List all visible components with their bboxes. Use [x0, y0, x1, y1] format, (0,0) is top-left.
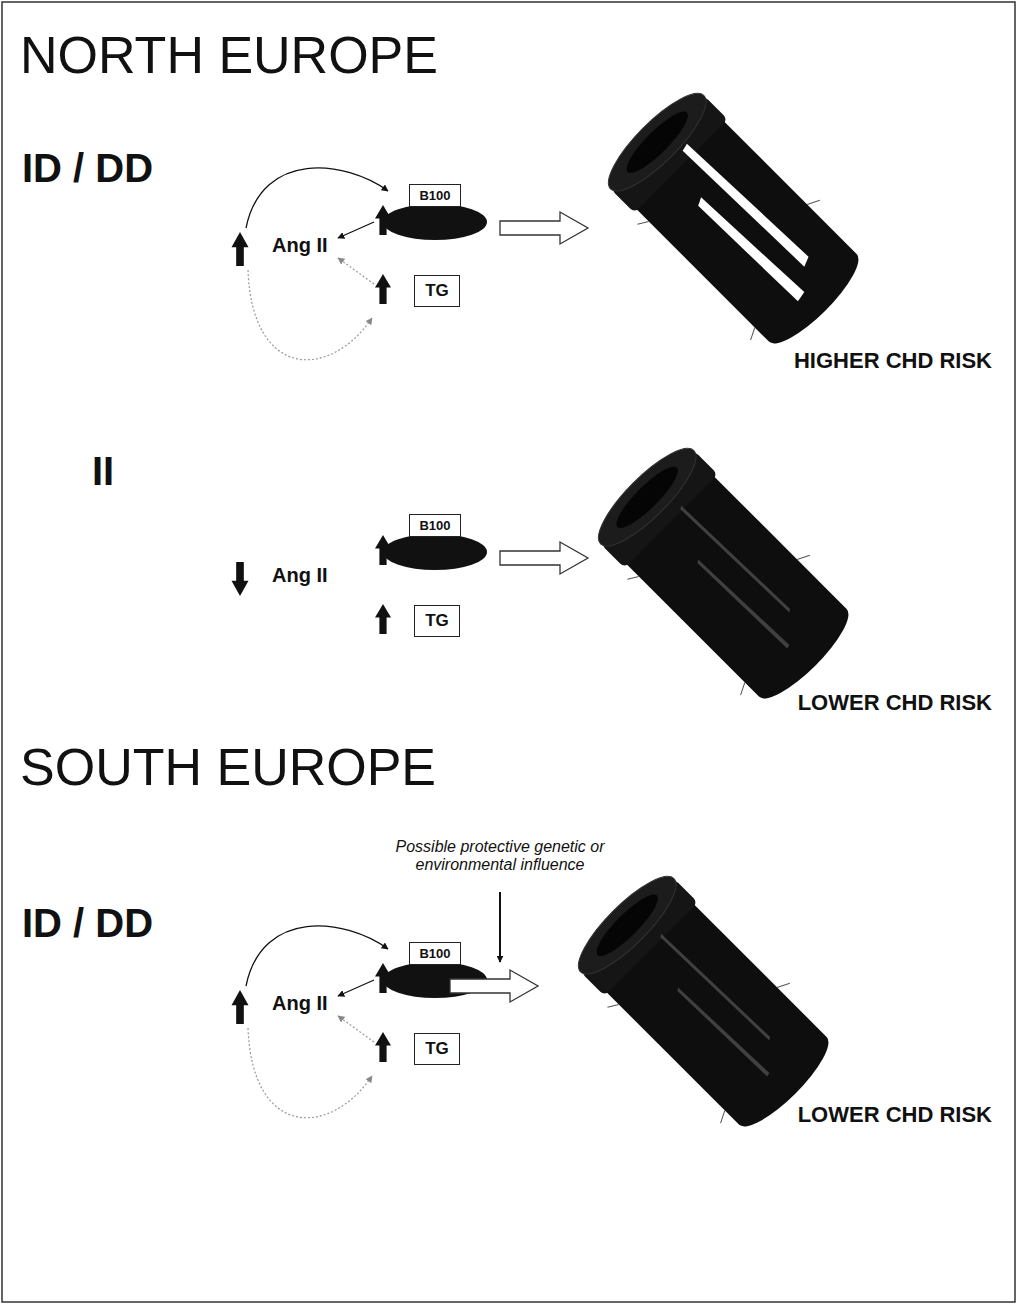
node-text: B100	[419, 946, 451, 961]
plaque-streak	[695, 193, 805, 303]
hormone-label: Ang II	[272, 992, 328, 1015]
vessel-body	[603, 453, 859, 709]
vessel-hair	[627, 572, 638, 583]
genotype-label: ID / DD	[22, 900, 153, 946]
risk-label: LOWER CHD RISK	[798, 690, 992, 715]
feedback-curve	[248, 1028, 372, 1118]
vessel-face	[596, 81, 718, 203]
hormone-label: Ang II	[272, 564, 328, 587]
influence-arrow	[499, 892, 501, 962]
tg-box: TG	[414, 1033, 460, 1065]
level-arrow	[375, 274, 391, 304]
level-arrow	[375, 535, 391, 565]
genotype-label: II	[92, 448, 114, 494]
feedback-curve	[246, 926, 388, 986]
vessel-hair	[637, 217, 648, 228]
node-text: TG	[425, 281, 449, 301]
panel-illustration	[232, 76, 878, 363]
vessel-hair	[716, 1110, 729, 1123]
node-text: TG	[425, 611, 449, 631]
level-arrow	[232, 232, 249, 266]
tg-box: TG	[414, 605, 460, 637]
effect-arrow	[338, 1016, 374, 1042]
b100-box: B100	[409, 942, 461, 965]
vessel-hair	[797, 551, 810, 564]
node-text: TG	[425, 1039, 449, 1059]
apolipoprotein-oval	[383, 534, 487, 570]
level-arrow	[232, 562, 249, 596]
vessel-hair	[807, 196, 820, 209]
feedback-curve	[248, 270, 372, 360]
outcome-arrow	[500, 212, 588, 244]
outcome-arrow	[500, 542, 588, 574]
level-arrow	[375, 205, 391, 235]
node-text: B100	[419, 188, 451, 203]
vessel-lumen	[590, 888, 665, 963]
vessel-hair	[746, 327, 759, 340]
artery-vessel	[581, 431, 868, 718]
section-heading: NORTH EUROPE	[20, 26, 438, 86]
vessel-hair	[736, 682, 749, 695]
b100-box: B100	[409, 184, 461, 207]
effect-arrow	[338, 258, 374, 284]
vessel-lumen	[620, 105, 695, 180]
tg-box: TG	[414, 275, 460, 307]
artery-vessel	[591, 76, 878, 363]
feedback-curve	[246, 168, 388, 228]
effect-arrow	[338, 222, 374, 238]
vessel-hair	[777, 979, 790, 992]
apolipoprotein-oval	[383, 204, 487, 240]
vessel-hair	[607, 1000, 618, 1011]
risk-label: HIGHER CHD RISK	[794, 348, 992, 373]
outcome-arrow	[450, 970, 538, 1002]
panel-illustration	[232, 859, 848, 1146]
level-arrow	[375, 1032, 391, 1062]
vessel-face	[566, 864, 688, 986]
vessel-body	[613, 98, 869, 354]
influence-note: Possible protective genetic or environme…	[360, 838, 640, 875]
risk-label: LOWER CHD RISK	[798, 1102, 992, 1127]
plaque-streak	[696, 557, 790, 651]
level-arrow	[375, 604, 391, 634]
node-text: B100	[419, 518, 451, 533]
level-arrow	[232, 990, 249, 1024]
vessel-lumen	[610, 460, 685, 535]
plaque-streak	[676, 985, 770, 1079]
vessel-face	[586, 436, 708, 558]
b100-box: B100	[409, 514, 461, 537]
effect-arrow	[338, 980, 374, 996]
section-heading: SOUTH EUROPE	[20, 738, 436, 798]
genotype-label: ID / DD	[22, 145, 153, 191]
level-arrow	[375, 963, 391, 993]
hormone-label: Ang II	[272, 234, 328, 257]
vessel-body	[583, 881, 839, 1137]
panel-illustration	[232, 431, 868, 718]
